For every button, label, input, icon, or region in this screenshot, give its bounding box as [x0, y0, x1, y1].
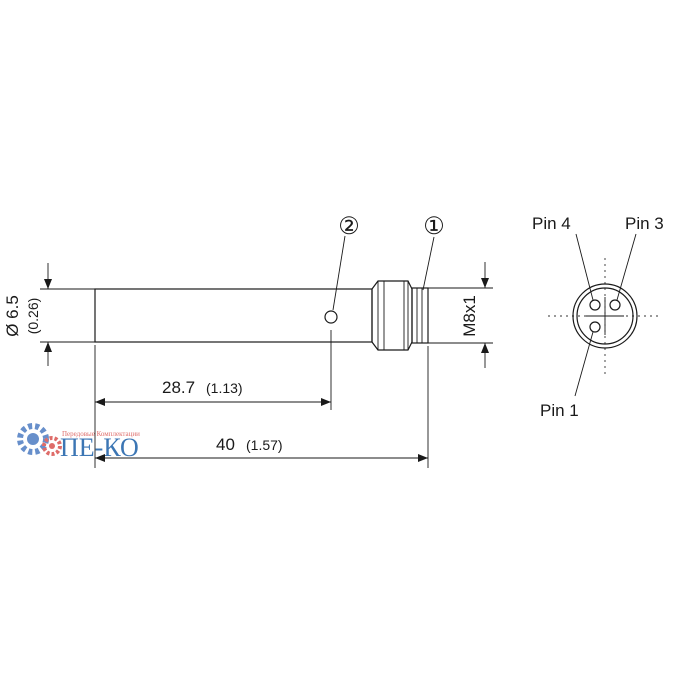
pin-1-contact	[589, 321, 601, 333]
length-total-inch-label: (1.57)	[246, 437, 283, 453]
led-indicator	[324, 310, 338, 324]
gear-icon	[17, 423, 62, 456]
length-total-label: 40	[216, 435, 235, 454]
thread-label: M8x1	[460, 295, 479, 337]
watermark-logo: Передовые Комплектации ПЕ-КО	[17, 423, 140, 462]
diameter-inch-label: (0.26)	[25, 298, 41, 335]
pin-1-label: Pin 1	[540, 401, 579, 420]
callout-1: ①	[422, 213, 445, 291]
length-short-inch-label: (1.13)	[206, 380, 243, 396]
pin-4-contact	[589, 299, 601, 311]
watermark-tagline: Передовые Комплектации	[62, 430, 140, 438]
length-short-label: 28.7	[162, 378, 195, 397]
pinout-diagram: Pin 4 Pin 3 Pin 1	[532, 214, 664, 420]
sensor-body	[94, 280, 429, 351]
callout-2: ②	[332, 213, 360, 311]
diameter-label: Ø 6.5	[3, 295, 22, 337]
callout-1-label: ①	[423, 213, 445, 240]
length-dimensions: 28.7 (1.13) 40 (1.57)	[94, 330, 429, 468]
pin-4-label: Pin 4	[532, 214, 571, 233]
pin-3-contact	[609, 299, 621, 311]
diameter-dimension: Ø 6.5 (0.26)	[3, 263, 95, 366]
callout-2-label: ②	[338, 213, 360, 240]
pin-3-label: Pin 3	[625, 214, 664, 233]
thread-dimension: M8x1	[428, 262, 493, 368]
